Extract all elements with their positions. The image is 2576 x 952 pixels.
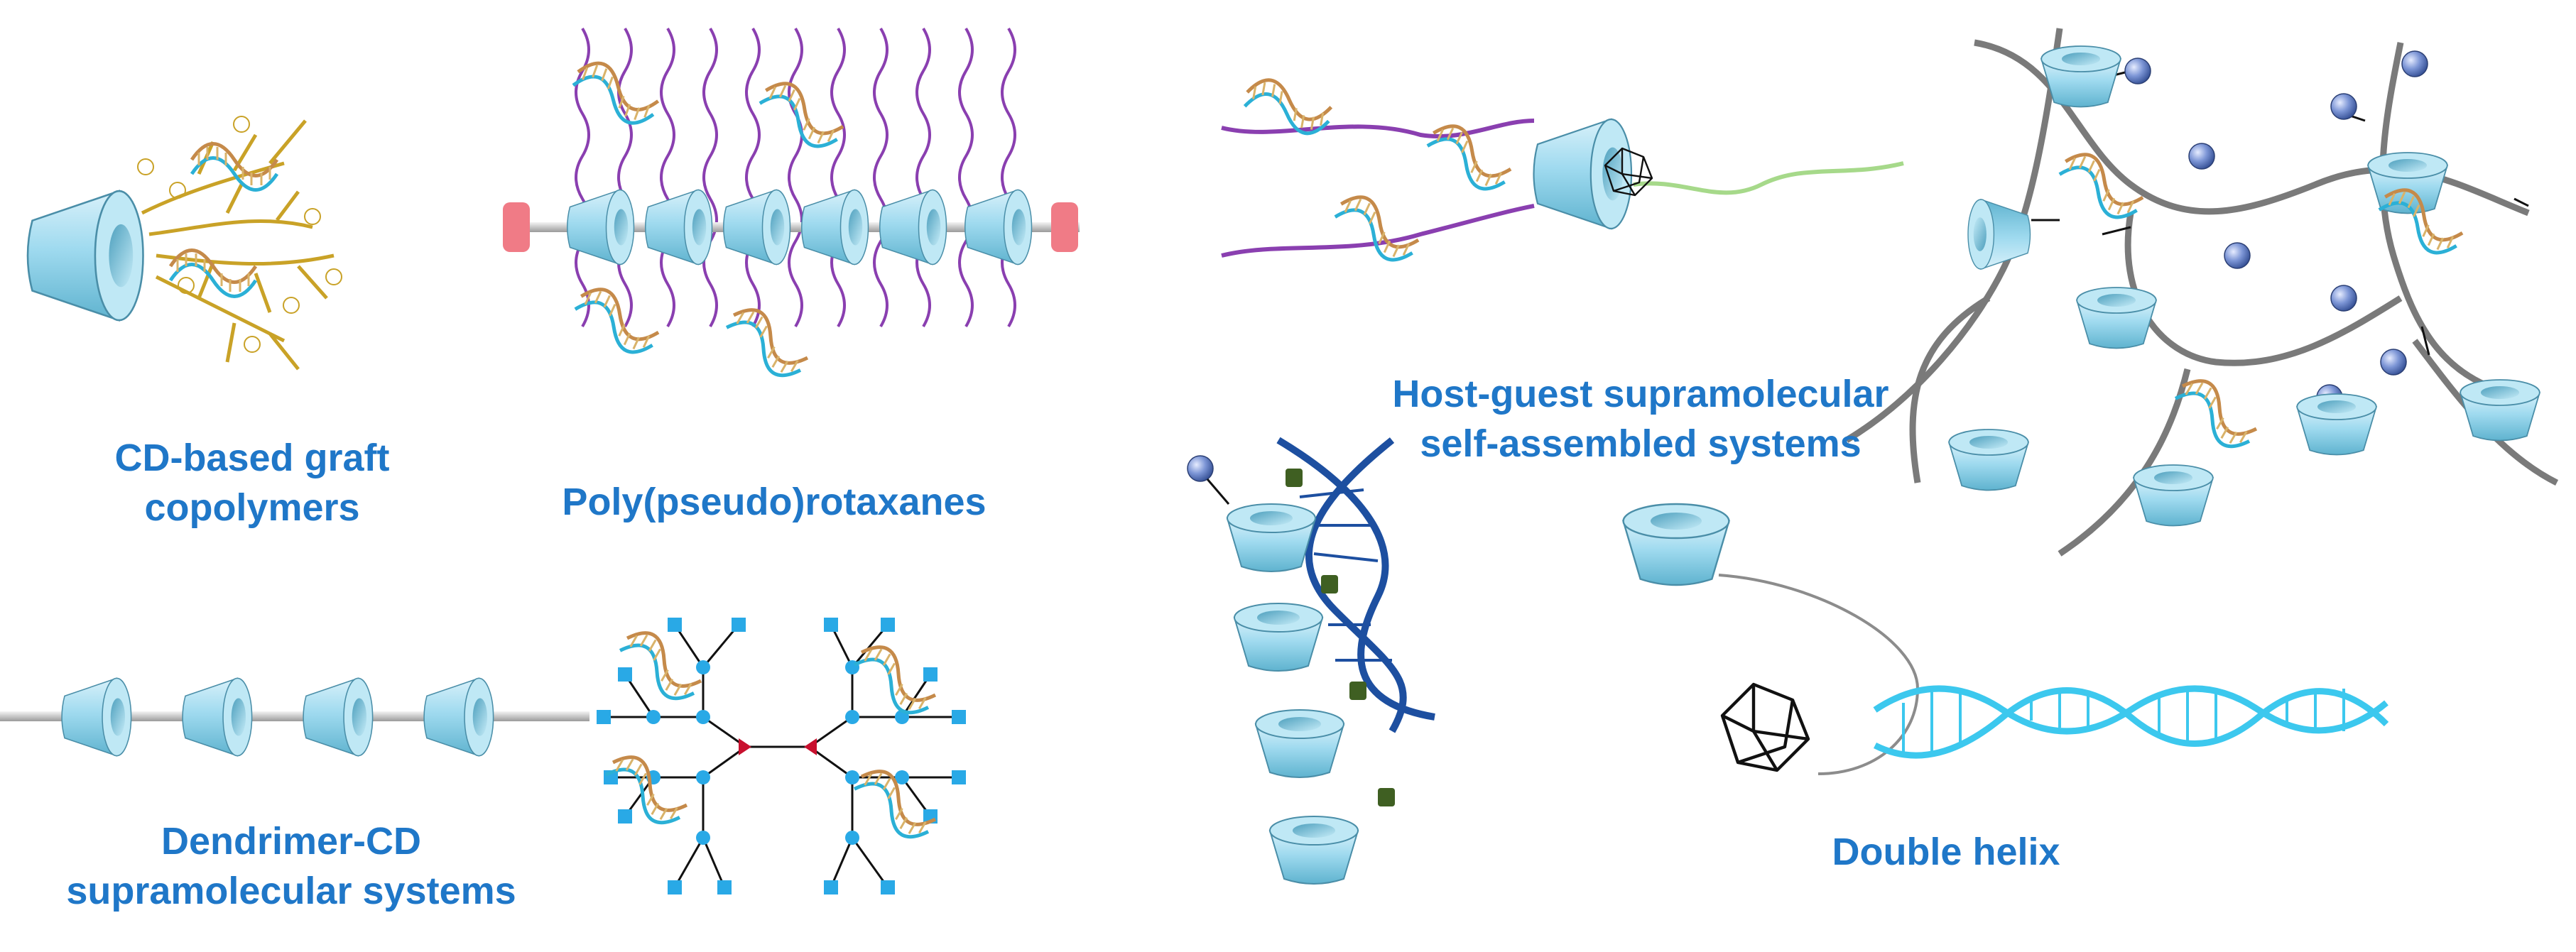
green-tail [1633,161,1904,195]
sirna-helix-icon [1328,190,1425,268]
rotaxane-panel [503,27,1080,384]
guest-sphere-icon [1187,455,1214,482]
double-helix-panel [1622,503,2389,775]
graft-copolymer-panel [26,116,342,371]
dna-double-helix [1873,685,2389,759]
dendrimer-panel [0,618,966,894]
hostguest-top-panel [1221,77,1904,268]
label-double-helix: Double helix [1790,827,2102,877]
rotaxane-chains [575,27,1016,328]
adamantane-cage-icon [1722,684,1808,770]
stacked-cds [1227,503,1359,885]
graft-charges [137,116,342,353]
label-line: Dendrimer-CD [161,820,422,863]
sirna-helix-icon [1420,119,1517,197]
sirna-helix-icon [598,749,695,831]
dendrimer-nodes [597,618,966,894]
cyclodextrin-cone-icon [1533,118,1633,230]
stopper-right [1051,202,1078,252]
label-line: CD-based graft [114,437,390,479]
sirna-helix-icon [567,57,663,129]
sirna-helix-icon [612,625,709,707]
sirna-helix-icon [1242,77,1334,137]
label-line: copolymers [144,486,360,529]
sirna-helix-icon [192,144,277,190]
label-graft-copolymers: CD-based graft copolymers [107,433,398,532]
stopper-left [503,202,530,252]
label-dendrimer-cd: Dendrimer-CD supramolecular systems [36,816,547,916]
label-host-guest: Host-guest supramolecular self-assembled… [1335,369,1946,469]
sirna-helix-icon [568,282,665,360]
cyclodextrin-cone-icon [26,190,144,322]
graft-chains [141,119,335,371]
label-line: supramolecular systems [66,870,516,912]
label-line: Double helix [1832,831,2060,873]
label-line: self-assembled systems [1420,422,1862,465]
label-line: Poly(pseudo)rotaxanes [562,481,987,523]
label-line: Host-guest supramolecular [1392,373,1889,415]
cyclodextrin-cone-icon [1622,503,1730,586]
network-panel [1844,28,2559,557]
stacked-cd-dna-panel [1187,437,1435,885]
label-poly-pseudo-rotaxanes: Poly(pseudo)rotaxanes [526,477,1023,527]
sirna-helix-icon [847,763,943,846]
sirna-helix-icon [2168,373,2264,455]
